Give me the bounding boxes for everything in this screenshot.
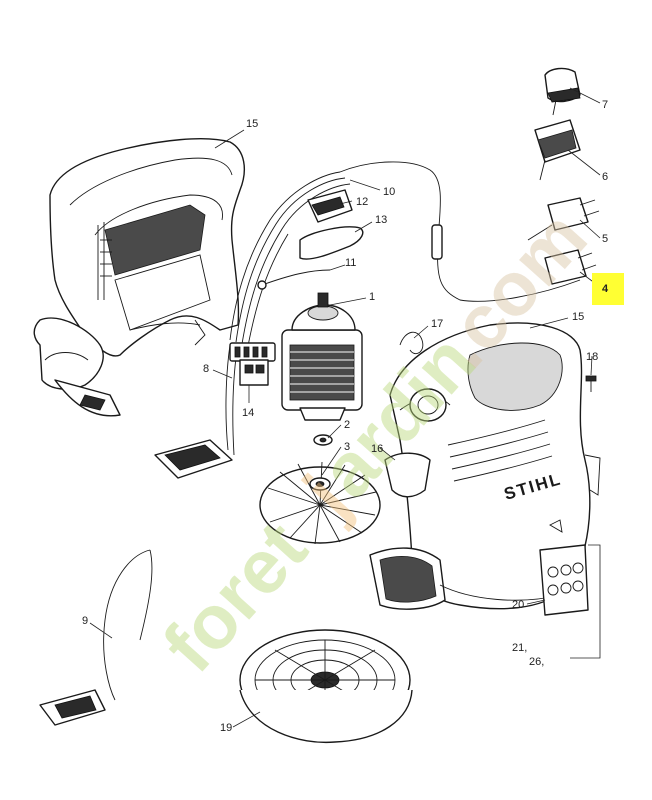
callout-1: 1 xyxy=(369,291,375,303)
callout-6: 6 xyxy=(602,171,608,183)
highlighted-callout-box[interactable] xyxy=(592,273,624,305)
callout-8: 8 xyxy=(203,363,209,375)
part-18-screw xyxy=(585,375,597,392)
callout-20: 20 xyxy=(512,599,524,611)
terminal-plate xyxy=(154,439,233,479)
callout-15-front: 15 xyxy=(572,311,584,323)
callout-15-rear: 15 xyxy=(246,118,258,130)
part-2-washer xyxy=(313,434,333,446)
callout-13: 13 xyxy=(375,214,387,226)
part-13-switch-cover xyxy=(299,226,364,260)
callout-labels: 15 7 6 5 10 12 13 11 1 17 15 18 8 14 2 3… xyxy=(82,99,608,734)
part-7-plug-adapter xyxy=(544,67,581,116)
callout-7: 7 xyxy=(602,99,608,111)
part-17-spring xyxy=(399,331,424,354)
part-15-front-housing xyxy=(369,322,601,616)
part-3-fan-wheel xyxy=(259,461,381,545)
callout-2: 2 xyxy=(344,419,350,431)
callout-17: 17 xyxy=(431,318,443,330)
callout-26: 26, xyxy=(529,656,544,668)
callout-21: 21, xyxy=(512,642,527,654)
part-1-motor xyxy=(281,292,363,421)
part-10-internal-cable xyxy=(229,161,581,347)
callout-18: 18 xyxy=(586,351,598,363)
callout-12: 12 xyxy=(356,196,368,208)
part-5-eu-plug xyxy=(527,197,600,241)
leader-lines xyxy=(89,87,601,728)
part-8-wiring xyxy=(225,342,276,456)
callout-10: 10 xyxy=(383,186,395,198)
callout-3: 3 xyxy=(344,441,350,453)
part-9-cable xyxy=(39,549,153,726)
part-11-cable-tie xyxy=(257,269,331,290)
part-12-switch xyxy=(307,189,353,223)
callout-14: 14 xyxy=(242,407,254,419)
part-16-clip xyxy=(384,452,431,498)
part-15-rear-housing xyxy=(33,138,246,417)
part-14-connector xyxy=(239,359,269,386)
callout-16: 16 xyxy=(371,443,383,455)
callout-5: 5 xyxy=(602,233,608,245)
part-19-intake-grille xyxy=(239,629,413,744)
callout-19: 19 xyxy=(220,722,232,734)
callout-11: 11 xyxy=(345,257,356,269)
part-6-uk-plug xyxy=(534,119,581,181)
callout-4[interactable]: 4 xyxy=(602,283,609,295)
callout-9: 9 xyxy=(82,615,88,627)
